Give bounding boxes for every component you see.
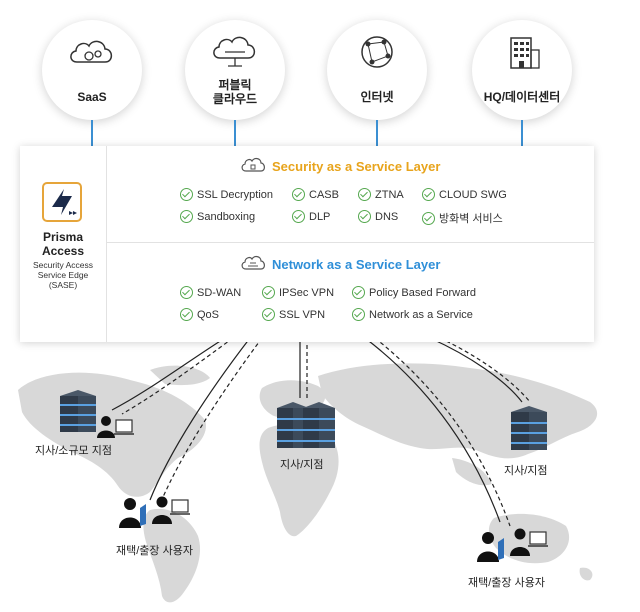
server-stack-icon	[511, 406, 547, 450]
network-item: SSL VPN	[262, 308, 325, 321]
saas-label: SaaS	[77, 90, 107, 104]
security-item-label: ZTNA	[375, 189, 404, 201]
branch-right-label: 지사/지점	[504, 465, 548, 477]
hq-datacenter-node: HQ/데이터센터	[472, 20, 572, 120]
check-icon	[292, 210, 305, 223]
check-icon	[352, 286, 365, 299]
security-item: CASB	[292, 188, 339, 201]
layer-divider	[106, 242, 594, 243]
prisma-subtitle: Security Access Service Edge (SASE)	[33, 260, 93, 290]
network-item: Network as a Service	[352, 308, 473, 321]
public-cloud-label: 퍼블릭 클라우드	[212, 78, 258, 106]
check-icon	[180, 210, 193, 223]
connector-hq	[521, 120, 523, 146]
saas-node: SaaS	[42, 20, 142, 120]
check-icon	[262, 308, 275, 321]
network-item: QoS	[180, 308, 219, 321]
security-item-label: SSL Decryption	[197, 189, 274, 201]
prisma-access-column: Prisma Access Security Access Service Ed…	[20, 146, 107, 342]
security-item-label: 방화벽 서비스	[439, 213, 503, 225]
network-item-label: Policy Based Forward	[369, 287, 476, 299]
server-stack-icon	[60, 390, 96, 432]
security-item-label: CLOUD SWG	[439, 189, 507, 201]
network-item-label: IPSec VPN	[279, 287, 335, 299]
connector-saas	[91, 120, 93, 146]
branch-small-label: 지사/소규모 지점	[35, 445, 112, 457]
security-item: Sandboxing	[180, 210, 255, 223]
branch-center-label: 지사/지점	[280, 459, 324, 471]
security-item-label: DNS	[375, 211, 399, 223]
user-laptop-icon	[97, 416, 134, 438]
network-cloud-icon	[241, 255, 265, 270]
security-item-label: CASB	[309, 189, 339, 201]
public-cloud-node: 퍼블릭 클라우드	[185, 20, 285, 120]
check-icon	[422, 188, 435, 201]
remote-right-label: 재택/출장 사용자	[468, 577, 545, 589]
prisma-logo-icon	[42, 182, 82, 222]
security-item: SSL Decryption	[180, 188, 273, 201]
hq-datacenter-label: HQ/데이터센터	[483, 90, 561, 104]
network-item-label: SSL VPN	[279, 309, 326, 321]
building-icon	[510, 37, 540, 69]
security-item: DLP	[292, 210, 330, 223]
network-item-label: QoS	[197, 309, 220, 321]
security-item: 방화벽 서비스	[422, 210, 503, 226]
check-icon	[422, 212, 435, 225]
check-icon	[262, 286, 275, 299]
remote-users-icon	[119, 496, 190, 528]
security-layer-title: Security as a Service Layer	[272, 159, 441, 174]
network-item: IPSec VPN	[262, 286, 334, 299]
security-item: CLOUD SWG	[422, 188, 507, 201]
security-cloud-icon	[241, 157, 265, 172]
check-icon	[358, 210, 371, 223]
network-item: SD-WAN	[180, 286, 241, 299]
check-icon	[180, 308, 193, 321]
check-icon	[352, 308, 365, 321]
connector-public-cloud	[234, 120, 236, 146]
globe-network-icon	[361, 36, 393, 68]
security-item: ZTNA	[358, 188, 404, 201]
remote-left-label: 재택/출장 사용자	[116, 545, 193, 557]
check-icon	[180, 188, 193, 201]
check-icon	[358, 188, 371, 201]
network-layer-title: Network as a Service Layer	[272, 257, 441, 272]
network-item-label: Network as a Service	[369, 309, 473, 321]
check-icon	[292, 188, 305, 201]
network-item-label: SD-WAN	[197, 287, 242, 299]
cloud-gears-icon	[70, 40, 113, 63]
sase-panel: Prisma Access Security Access Service Ed…	[20, 146, 594, 342]
internet-node: 인터넷	[327, 20, 427, 120]
cloud-network-icon	[213, 36, 256, 67]
check-icon	[180, 286, 193, 299]
connector-internet	[376, 120, 378, 146]
network-item: Policy Based Forward	[352, 286, 476, 299]
server-stack-icon	[277, 402, 335, 448]
remote-users-icon	[477, 528, 548, 562]
internet-label: 인터넷	[360, 90, 394, 104]
security-item-label: DLP	[309, 211, 331, 223]
prisma-title: Prisma Access	[41, 230, 85, 258]
security-item: DNS	[358, 210, 398, 223]
security-item-label: Sandboxing	[197, 211, 256, 223]
